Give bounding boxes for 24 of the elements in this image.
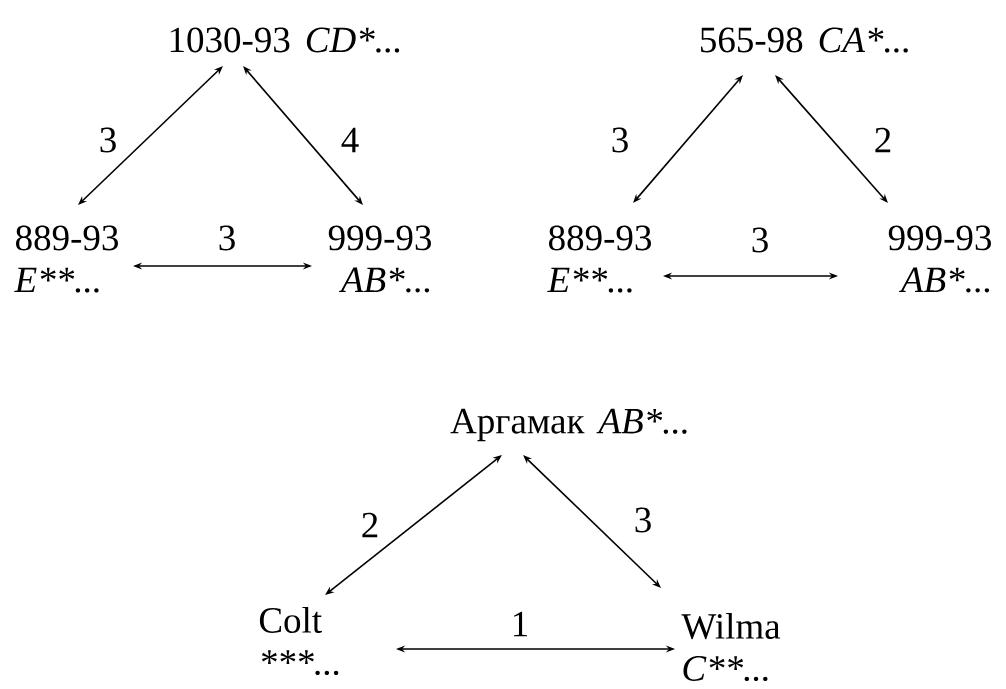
- edge-label: 4: [339, 126, 361, 154]
- double-arrow: [325, 455, 502, 595]
- double-arrow: [243, 66, 363, 205]
- node-label: 999-93 AB*...: [888, 225, 991, 293]
- node-label: Wilma C**...: [681, 612, 781, 682]
- double-arrow: [775, 75, 888, 203]
- edge-label: 3: [97, 126, 119, 154]
- edge-label: 3: [216, 224, 238, 252]
- node-label: 889-93 E**...: [14, 225, 118, 293]
- edge-label: 3: [749, 226, 771, 254]
- edge-label: 2: [872, 126, 894, 154]
- node-label: Colt ***...: [259, 606, 339, 676]
- node-label: 1030-93 CD*...: [170, 27, 400, 53]
- node-label: Аргамак AB*...: [450, 408, 687, 442]
- edge-label: 3: [632, 506, 654, 534]
- edge-label: 1: [509, 610, 531, 638]
- double-arrow: [523, 455, 661, 588]
- node-label: 565-98 CA*...: [701, 27, 908, 53]
- edge-label: 3: [609, 126, 631, 154]
- double-arrow: [633, 75, 743, 203]
- double-arrow: [78, 66, 223, 205]
- node-label: 999-93 AB*...: [328, 225, 431, 293]
- edge-label: 2: [359, 511, 381, 539]
- node-label: 889-93 E**...: [547, 225, 651, 293]
